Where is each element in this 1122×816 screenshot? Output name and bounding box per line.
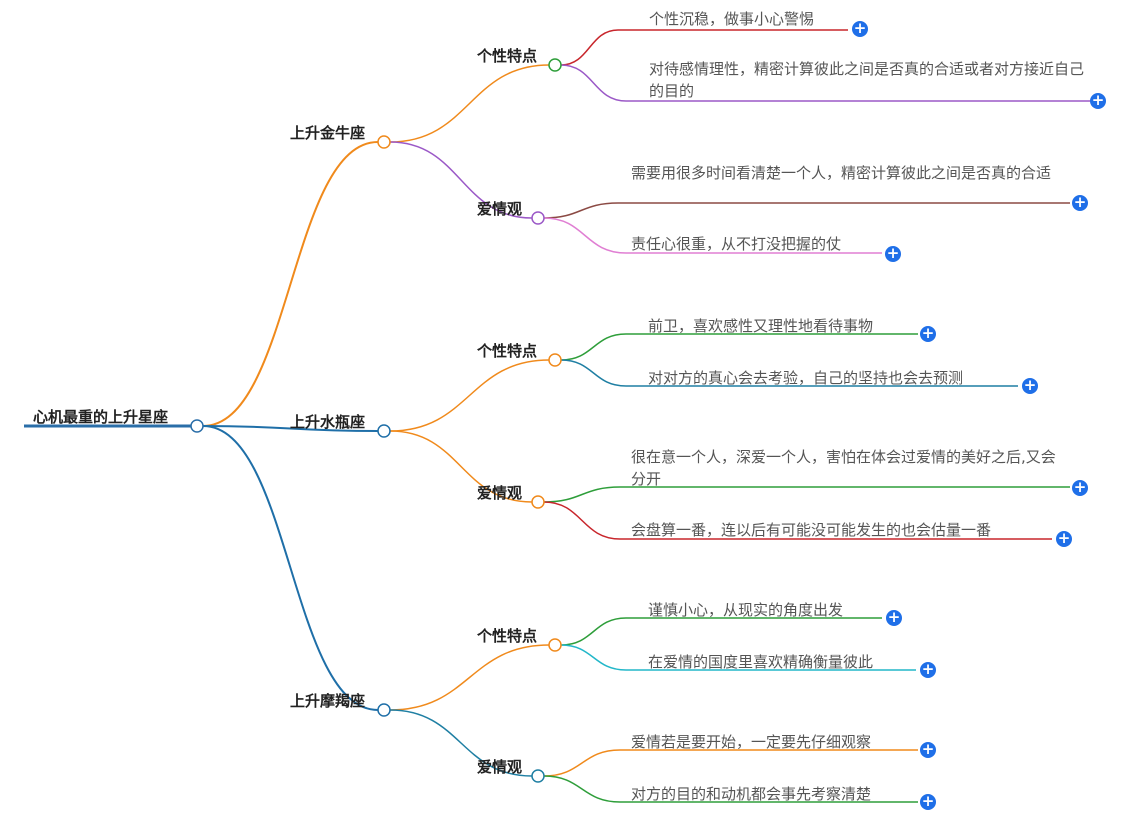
edge-branch-to-topic bbox=[389, 141, 533, 219]
edge-branch-to-topic bbox=[389, 64, 550, 143]
branch-label: 上升水瓶座 bbox=[290, 413, 366, 431]
edge-topic-to-leaf bbox=[560, 29, 619, 66]
leaf-label: 对对方的真心会去考验，自己的坚持也会去预测 bbox=[648, 369, 964, 387]
edge-topic-to-leaf bbox=[560, 333, 627, 361]
edge-topic-to-leaf bbox=[560, 359, 627, 387]
leaf-label: 责任心很重，从不打没把握的仗 bbox=[631, 235, 842, 253]
edge-root-to-branch bbox=[202, 141, 379, 427]
expand-button[interactable]: + bbox=[920, 324, 936, 342]
leaf-label: 很在意一个人，深爱一个人，害怕在体会过爱情的美好之后,又会分开 bbox=[631, 448, 1056, 488]
topic-node[interactable] bbox=[548, 58, 562, 72]
leaf-label: 会盘算一番，连以后有可能没可能发生的也会估量一番 bbox=[631, 521, 992, 539]
expand-button[interactable]: + bbox=[1090, 91, 1106, 109]
expand-button[interactable]: + bbox=[1056, 529, 1072, 547]
topic-label: 爱情观 bbox=[477, 484, 523, 502]
nodes-layer bbox=[190, 58, 562, 783]
topic-node[interactable] bbox=[548, 638, 562, 652]
root-label: 心机最重的上升星座 bbox=[33, 408, 169, 426]
topic-label: 个性特点 bbox=[477, 47, 538, 65]
edge-root-to-branch bbox=[202, 425, 379, 432]
expand-button[interactable]: + bbox=[1022, 376, 1038, 394]
edge-branch-to-topic bbox=[389, 709, 533, 777]
branch-node[interactable] bbox=[377, 424, 391, 438]
edge-topic-to-leaf bbox=[543, 486, 621, 503]
edge-topic-to-leaf bbox=[560, 64, 627, 102]
leaf-label: 个性沉稳，做事小心警惕 bbox=[649, 10, 815, 28]
branch-label: 上升摩羯座 bbox=[290, 692, 366, 710]
leaf-label: 在爱情的国度里喜欢精确衡量彼此 bbox=[648, 653, 874, 671]
expand-button[interactable]: + bbox=[885, 244, 901, 262]
expand-button[interactable]: + bbox=[920, 792, 936, 810]
expand-button[interactable]: + bbox=[886, 608, 902, 626]
topic-node[interactable] bbox=[531, 211, 545, 225]
edge-branch-to-topic bbox=[389, 644, 550, 711]
expand-button[interactable]: + bbox=[920, 740, 936, 758]
edge-topic-to-leaf bbox=[543, 501, 621, 540]
topic-node[interactable] bbox=[548, 353, 562, 367]
topic-label: 个性特点 bbox=[477, 627, 538, 645]
leaf-label: 对待感情理性，精密计算彼此之间是否真的合适或者对方接近自己的目的 bbox=[649, 60, 1085, 100]
branch-node[interactable] bbox=[377, 703, 391, 717]
expand-button[interactable]: + bbox=[852, 19, 868, 37]
topic-label: 爱情观 bbox=[477, 200, 523, 218]
edge-topic-to-leaf bbox=[560, 644, 627, 671]
topic-node[interactable] bbox=[531, 769, 545, 783]
edge-topic-to-leaf bbox=[543, 749, 621, 777]
leaf-label: 谨慎小心，从现实的角度出发 bbox=[648, 601, 844, 619]
edge-topic-to-leaf bbox=[543, 775, 621, 803]
topic-node[interactable] bbox=[531, 495, 545, 509]
edge-topic-to-leaf bbox=[543, 202, 619, 219]
branch-node[interactable] bbox=[377, 135, 391, 149]
edge-branch-to-topic bbox=[389, 430, 533, 503]
topic-label: 个性特点 bbox=[477, 342, 538, 360]
expand-button[interactable]: + bbox=[920, 660, 936, 678]
topic-label: 爱情观 bbox=[477, 758, 523, 776]
edge-branch-to-topic bbox=[389, 359, 550, 432]
expand-button[interactable]: + bbox=[1072, 193, 1088, 211]
leaf-label: 前卫，喜欢感性又理性地看待事物 bbox=[648, 317, 874, 335]
leaf-label: 对方的目的和动机都会事先考察清楚 bbox=[631, 785, 872, 803]
expand-button[interactable]: + bbox=[1072, 478, 1088, 496]
leaf-label: 需要用很多时间看清楚一个人，精密计算彼此之间是否真的合适 bbox=[631, 164, 1052, 182]
edges-layer bbox=[24, 29, 1092, 803]
leaf-label: 爱情若是要开始，一定要先仔细观察 bbox=[631, 733, 872, 751]
root-node[interactable] bbox=[190, 419, 204, 433]
edge-topic-to-leaf bbox=[543, 217, 627, 254]
branch-label: 上升金牛座 bbox=[290, 124, 366, 142]
edge-root-to-branch bbox=[202, 425, 379, 711]
edge-topic-to-leaf bbox=[560, 617, 627, 646]
